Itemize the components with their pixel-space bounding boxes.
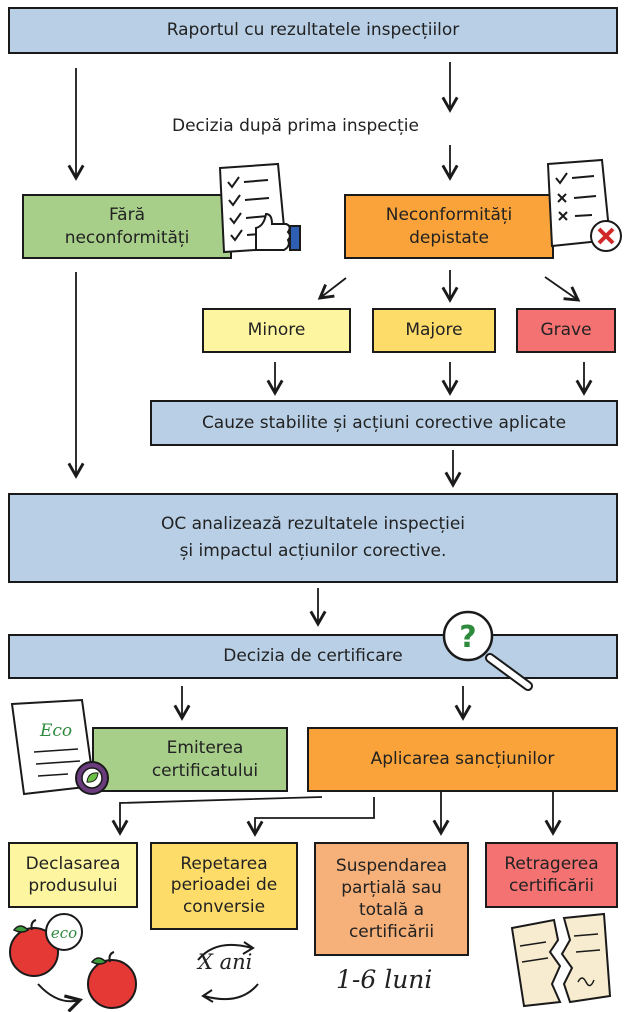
minor-box: Minore	[202, 308, 351, 353]
causes-box: Cauze stabilite și acțiuni corective apl…	[150, 400, 618, 446]
years-label: X ani	[198, 950, 253, 974]
suspend-certification-box: Suspendarea parțială sau totală a certif…	[314, 842, 469, 956]
question-mark: ?	[459, 620, 476, 655]
no-nonconformity-box: Fără neconformități	[22, 194, 232, 259]
cycle-arrows-icon	[197, 941, 259, 1003]
oc-analysis-box: OC analizează rezultatele inspecției și …	[8, 493, 618, 583]
inspection-report-box: Raportul cu rezultatele inspecțiilor	[8, 7, 618, 54]
withdraw-certification-box: Retragerea certificării	[485, 842, 618, 908]
eco-apple-label: eco	[51, 924, 77, 942]
eco-certificate-icon: Eco	[10, 698, 109, 796]
eco-label: Eco	[39, 721, 72, 741]
certification-decision-box: Decizia de certificare	[8, 634, 618, 679]
apply-sanctions-box: Aplicarea sancțiunilor	[307, 727, 618, 792]
declassify-product-box: Declasarea produsului	[8, 842, 138, 908]
checklist-thumbs-up-icon	[218, 162, 301, 254]
grave-box: Grave	[516, 308, 616, 353]
repeat-conversion-box: Repetarea perioadei de conversie	[150, 842, 298, 930]
first-decision-label: Decizia după prima inspecție	[172, 116, 419, 136]
magnifier-question-icon: ?	[442, 610, 533, 691]
checklist-cross-icon	[546, 158, 622, 252]
major-box: Majore	[372, 308, 496, 353]
nonconformity-found-box: Neconformități depistate	[344, 194, 554, 259]
apples-icon: eco	[9, 913, 137, 1012]
issue-certificate-box: Emiterea certificatului	[92, 727, 288, 792]
torn-document-icon	[510, 912, 612, 1008]
months-label: 1-6 luni	[336, 965, 433, 994]
